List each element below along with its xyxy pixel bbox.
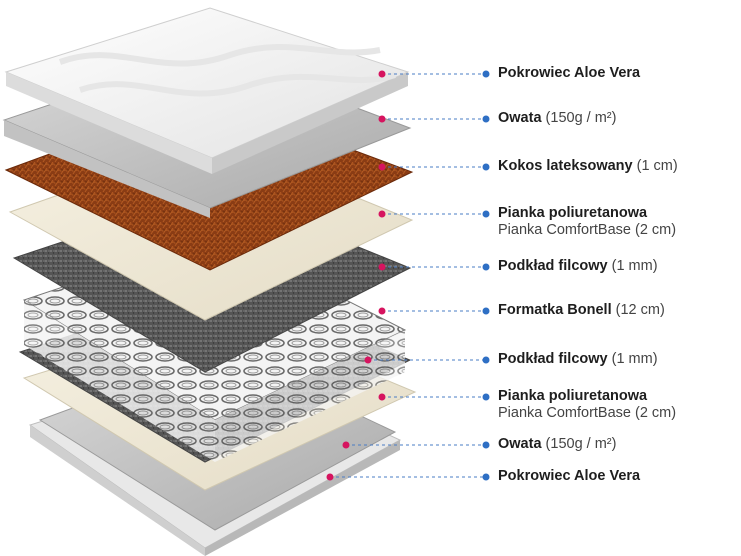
layer-marker-dot (378, 70, 386, 78)
layer-subtitle: Pianka ComfortBase (2 cm) (498, 222, 677, 238)
label-bullet-dot (482, 70, 490, 78)
layer-subtitle: Pianka ComfortBase (2 cm) (498, 405, 677, 421)
layer-name: Podkład filcowy (498, 351, 608, 367)
layer-label: Owata (150g / m²) (498, 436, 616, 453)
layer-detail: (1 mm) (611, 258, 658, 274)
layer-top-cover (4, 7, 410, 174)
layer-label: Formatka Bonell (12 cm) (498, 302, 665, 319)
layer-name: Pianka poliuretanowa (498, 388, 648, 404)
layer-label: Pokrowiec Aloe Vera (498, 468, 640, 485)
layer-label: Pokrowiec Aloe Vera (498, 65, 640, 82)
label-bullet-dot (482, 115, 490, 123)
layer-label: Podkład filcowy (1 mm) (498, 351, 658, 368)
layer-label: Podkład filcowy (1 mm) (498, 258, 658, 275)
layer-detail: (12 cm) (615, 302, 665, 318)
label-bullet-dot (482, 163, 490, 171)
layer-name: Podkład filcowy (498, 258, 608, 274)
layer-marker-dot (326, 473, 334, 481)
label-bullet-dot (482, 356, 490, 364)
layer-marker-dot (378, 210, 386, 218)
layer-label: Kokos lateksowany (1 cm) (498, 158, 678, 175)
layer-marker-dot (378, 393, 386, 401)
leader-lines (326, 70, 490, 481)
label-bullet-dot (482, 441, 490, 449)
label-bullet-dot (482, 473, 490, 481)
label-bullet-dot (482, 307, 490, 315)
label-bullet-dot (482, 393, 490, 401)
layer-detail: (150g / m²) (545, 110, 617, 126)
label-bullet-dot (482, 263, 490, 271)
layer-name: Formatka Bonell (498, 302, 612, 318)
layer-detail: (1 mm) (611, 351, 658, 367)
layer-detail: (1 cm) (636, 158, 678, 174)
layer-marker-dot (378, 115, 386, 123)
layer-name: Owata (498, 436, 542, 452)
layer-label: Owata (150g / m²) (498, 110, 616, 127)
layer-name: Kokos lateksowany (498, 158, 633, 174)
layer-name: Pianka poliuretanowa (498, 205, 648, 221)
layer-detail: (150g / m²) (545, 436, 617, 452)
layer-marker-dot (378, 307, 386, 315)
layer-name: Pokrowiec Aloe Vera (498, 65, 641, 81)
layer-marker-dot (378, 163, 386, 171)
layer-name: Pokrowiec Aloe Vera (498, 468, 641, 484)
layer-name: Owata (498, 110, 542, 126)
layer-marker-dot (342, 441, 350, 449)
layer-marker-dot (378, 263, 386, 271)
layer-marker-dot (364, 356, 372, 364)
label-bullet-dot (482, 210, 490, 218)
